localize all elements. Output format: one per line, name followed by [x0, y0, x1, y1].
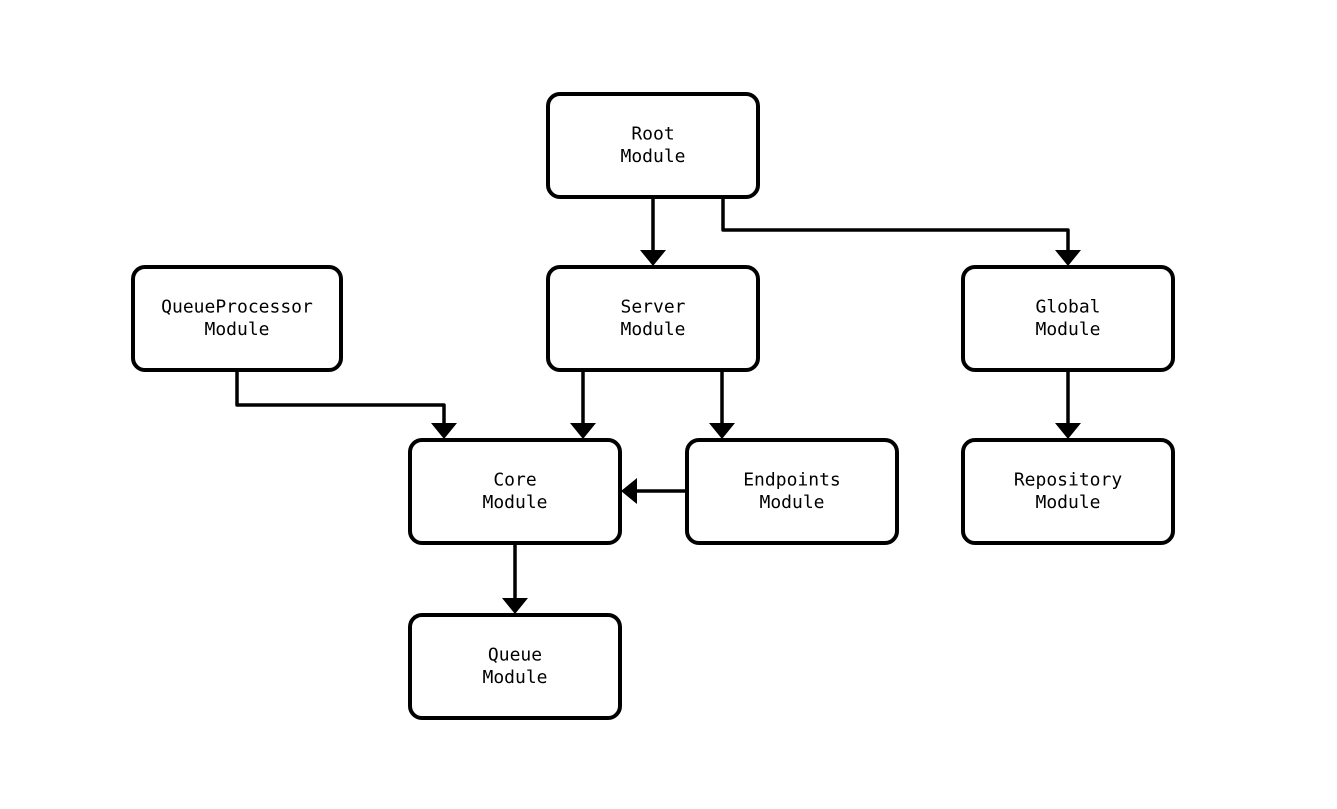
node-label-line1: Global — [1035, 297, 1100, 318]
arrowhead-icon — [640, 250, 666, 266]
node-box[interactable] — [408, 438, 622, 545]
node-box[interactable] — [546, 92, 760, 199]
node-label-line1: Queue — [488, 645, 542, 666]
node-box[interactable] — [546, 265, 760, 372]
node-label-line1: Root — [631, 124, 674, 145]
node-label-line1: QueueProcessor — [161, 297, 313, 318]
arrowhead-icon — [570, 423, 596, 439]
node-label-line2: Module — [482, 492, 547, 513]
arrowhead-icon — [1055, 250, 1081, 266]
node-label-line1: Core — [493, 470, 536, 491]
node-label-line2: Module — [204, 319, 269, 340]
edge-queueprocessor-to-core — [235, 370, 457, 439]
node-label-line1: Repository — [1014, 470, 1123, 491]
node-box[interactable] — [408, 613, 622, 720]
node-label-line2: Module — [482, 667, 547, 688]
node-label-line2: Module — [620, 146, 685, 167]
arrowhead-icon — [431, 423, 457, 439]
edge-global-to-repository — [1055, 370, 1081, 439]
edge-endpoints-to-core — [621, 478, 687, 504]
node-label-line1: Endpoints — [743, 470, 841, 491]
edges-layer — [235, 197, 1081, 614]
node-box[interactable] — [685, 438, 899, 545]
edge-root-to-server — [640, 197, 666, 266]
arrowhead-icon — [621, 478, 637, 504]
node-box[interactable] — [961, 438, 1175, 545]
arrowhead-icon — [709, 423, 735, 439]
node-label-line2: Module — [620, 319, 685, 340]
node-box[interactable] — [131, 265, 343, 372]
edge-line — [235, 370, 446, 425]
edge-core-to-queue — [502, 543, 528, 614]
arrowhead-icon — [502, 598, 528, 614]
node-label-line2: Module — [1035, 319, 1100, 340]
edge-root-to-global — [721, 197, 1081, 266]
node-box[interactable] — [961, 265, 1175, 372]
edge-server-to-core — [570, 370, 596, 439]
node-label-line2: Module — [759, 492, 824, 513]
edge-line — [721, 197, 1070, 252]
edge-server-to-endpoints — [709, 370, 735, 439]
node-label-line2: Module — [1035, 492, 1100, 513]
node-label-line1: Server — [620, 297, 685, 318]
arrowhead-icon — [1055, 423, 1081, 439]
